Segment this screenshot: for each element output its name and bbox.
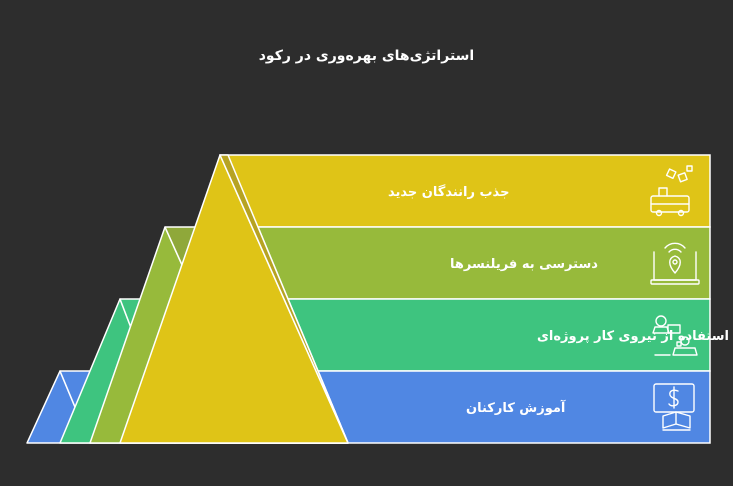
laptop-location-icon	[650, 242, 700, 285]
mountain-level-1	[119, 154, 349, 444]
delivery-truck-icon	[650, 165, 693, 217]
level-1-label: جذب رانندگان جدید	[388, 184, 509, 200]
level-3-label: استفاده از نیروی کار پروژه‌ای	[537, 329, 729, 344]
band-level-1	[219, 154, 711, 228]
diagram-title: استراتژی‌های بهره‌وری در رکود	[258, 48, 475, 64]
team-workers-icon	[652, 315, 698, 356]
level-2-label: دسترسی به فریلنسرها	[450, 257, 598, 272]
level-4-label: آموزش کارکنان	[466, 399, 566, 416]
online-training-icon	[653, 383, 695, 431]
